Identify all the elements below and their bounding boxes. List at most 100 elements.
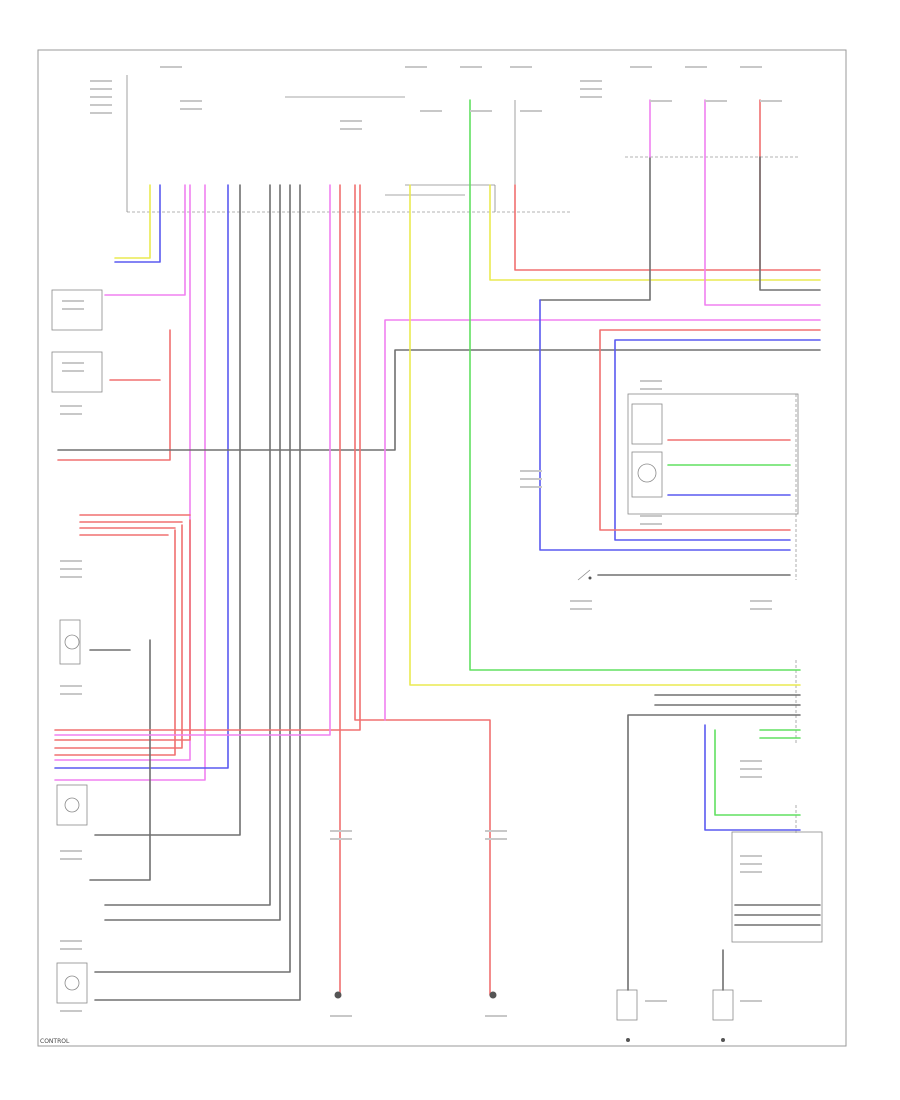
label-mark	[470, 110, 492, 112]
label-mark	[640, 388, 662, 390]
label-mark	[640, 523, 662, 525]
label-group	[60, 66, 782, 1017]
ground-icon	[334, 991, 725, 1042]
label-mark	[740, 66, 762, 68]
label-mark	[740, 760, 762, 762]
label-mark	[740, 776, 762, 778]
label-mark	[60, 560, 82, 562]
wire-red	[54, 519, 191, 741]
label-mark	[330, 830, 352, 832]
wire-group	[54, 99, 821, 1001]
wire-blue	[704, 724, 801, 831]
label-mark	[570, 600, 592, 602]
label-mark	[520, 110, 542, 112]
label-mark	[90, 80, 112, 82]
diagram-frame	[37, 49, 847, 1047]
label-mark	[650, 100, 672, 102]
wire-yellow	[489, 184, 821, 281]
wire-pink	[104, 184, 186, 296]
wire-green	[469, 99, 801, 671]
wire-red	[54, 529, 176, 756]
label-mark	[60, 940, 82, 942]
right-components	[616, 393, 823, 1021]
wire-pink	[54, 184, 191, 761]
label-mark	[570, 608, 592, 610]
label-mark	[90, 96, 112, 98]
wire-blue	[54, 184, 229, 769]
left-components	[51, 289, 103, 1004]
switch-icon	[577, 569, 592, 581]
wire-red	[54, 184, 361, 731]
label-mark	[510, 66, 532, 68]
label-mark	[60, 413, 82, 415]
label-mark	[160, 66, 182, 68]
wire-pink	[704, 99, 821, 306]
wire-gray	[539, 156, 651, 301]
wire-gray	[104, 184, 281, 921]
wire-gray	[94, 184, 241, 836]
label-mark	[485, 830, 507, 832]
label-mark	[760, 100, 782, 102]
label-mark	[740, 855, 762, 857]
wire-red	[354, 184, 491, 996]
label-mark	[485, 1015, 507, 1017]
label-mark	[60, 576, 82, 578]
wire-pink	[384, 319, 821, 721]
label-mark	[405, 66, 427, 68]
label-mark	[60, 850, 82, 852]
wire-gray	[57, 349, 821, 451]
wire-gray	[627, 714, 801, 991]
label-mark	[90, 112, 112, 114]
wire-gray	[759, 156, 821, 291]
label-mark	[60, 858, 82, 860]
wire-red	[599, 329, 821, 531]
label-mark	[330, 838, 352, 840]
wire-blue	[614, 339, 821, 541]
label-mark	[62, 362, 84, 364]
label-mark	[750, 608, 772, 610]
wire-pink	[54, 184, 331, 736]
label-mark	[90, 88, 112, 90]
label-mark	[60, 1010, 82, 1012]
label-mark	[580, 80, 602, 82]
label-mark	[645, 1000, 667, 1002]
label-mark	[62, 308, 84, 310]
wire-red	[57, 329, 171, 461]
control-module-block	[126, 75, 800, 213]
label-mark	[740, 863, 762, 865]
label-mark	[640, 515, 662, 517]
label-mark	[580, 96, 602, 98]
label-mark	[460, 66, 482, 68]
wire-yellow	[409, 184, 801, 686]
label-mark	[60, 568, 82, 570]
wire-green	[714, 729, 801, 816]
label-mark	[520, 470, 542, 472]
label-mark	[640, 380, 662, 382]
label-mark	[90, 104, 112, 106]
label-mark	[750, 600, 772, 602]
wire-blue	[539, 299, 791, 551]
wire-red	[54, 524, 183, 749]
wire-blue	[114, 184, 161, 263]
label-mark	[60, 948, 82, 950]
label-mark	[485, 838, 507, 840]
label-mark	[180, 100, 202, 102]
wire-gray	[89, 639, 151, 881]
wire-pink	[54, 184, 206, 781]
label-mark	[740, 871, 762, 873]
label-mark	[520, 478, 542, 480]
wire-gray	[104, 184, 271, 906]
page-label: CONTROL	[40, 1038, 70, 1045]
label-mark	[62, 370, 84, 372]
label-mark	[420, 110, 442, 112]
label-mark	[685, 66, 707, 68]
label-mark	[520, 486, 542, 488]
label-mark	[740, 768, 762, 770]
wire-gray	[94, 184, 291, 973]
label-mark	[60, 685, 82, 687]
label-mark	[60, 693, 82, 695]
wire-yellow	[114, 184, 151, 259]
label-mark	[60, 405, 82, 407]
label-mark	[705, 100, 727, 102]
